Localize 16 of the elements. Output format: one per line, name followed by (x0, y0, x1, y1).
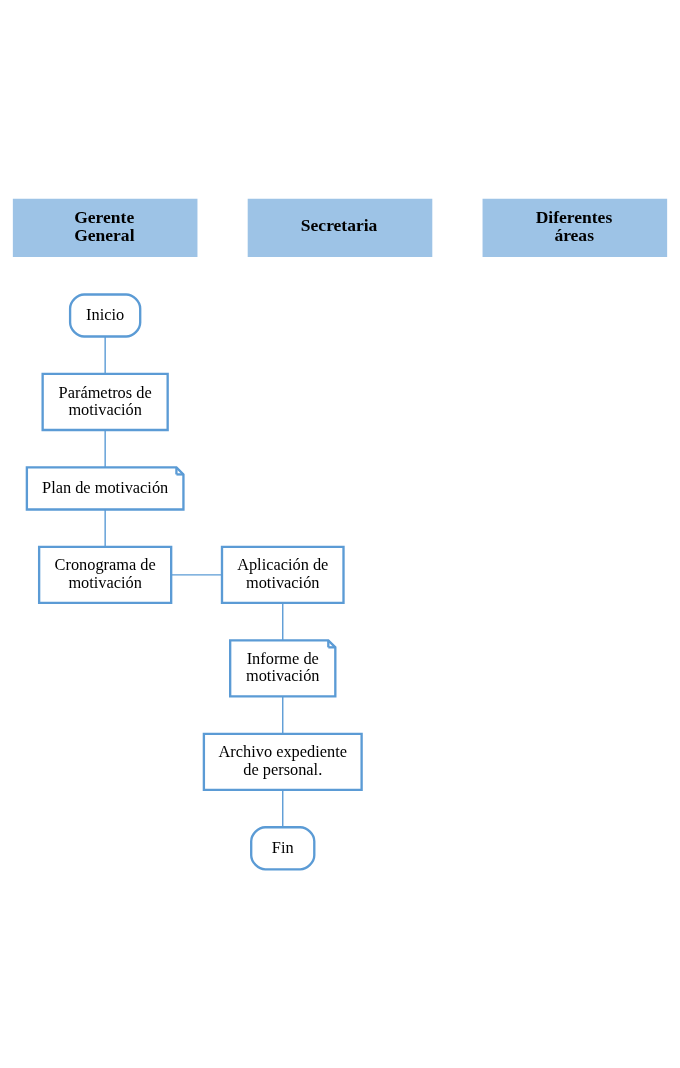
connector (170, 574, 223, 576)
connector (104, 429, 106, 468)
connector (104, 509, 106, 548)
node-box: Inicio (68, 293, 142, 338)
label: Gerente General (74, 207, 135, 245)
connector (282, 695, 284, 735)
node-box: Aplicación de motivación (220, 545, 345, 605)
connector (282, 789, 284, 828)
connector (104, 336, 106, 375)
node-box: Parámetros de motivación (41, 372, 169, 432)
node-box: Cronograma de motivación (37, 545, 173, 605)
label: Secretaria (300, 214, 378, 235)
node-box: Fin (250, 826, 316, 871)
node-box: Archivo expediente de personal. (202, 732, 363, 792)
label: Diferentes áreas (535, 207, 613, 245)
connector (282, 602, 284, 641)
